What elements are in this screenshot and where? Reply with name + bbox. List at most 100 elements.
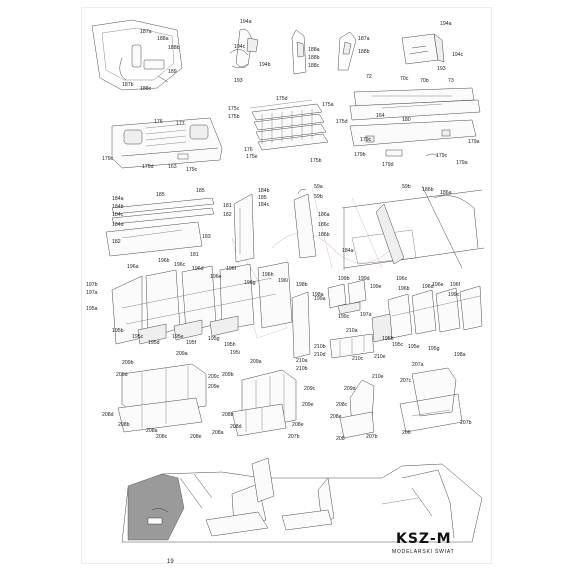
brand-tagline: MODELARSKI ŚWIAT bbox=[392, 549, 455, 555]
label: 188b bbox=[168, 45, 180, 51]
label: 196e bbox=[432, 282, 444, 288]
label: 72 bbox=[366, 74, 372, 80]
bench-b: 209a 210a 210b 209b 209c 209e 208a 208b … bbox=[212, 358, 316, 440]
label: 186a bbox=[318, 212, 330, 218]
label: 184a bbox=[342, 248, 354, 254]
label: 177 bbox=[176, 121, 185, 127]
label: 195g bbox=[428, 346, 440, 352]
label: 163 bbox=[168, 164, 177, 170]
label: 59b bbox=[402, 184, 411, 190]
label: 210b bbox=[296, 366, 308, 372]
label: 209c bbox=[304, 386, 316, 392]
label: 198b bbox=[296, 282, 308, 288]
label: 207b bbox=[288, 434, 300, 440]
label: 195f bbox=[186, 340, 197, 346]
label: 209b bbox=[122, 360, 134, 366]
label: 209d bbox=[344, 386, 356, 392]
label: 208b bbox=[222, 412, 234, 418]
seat-back-small: 210a 210b 210d 210c 210e bbox=[314, 328, 386, 362]
label: 188b bbox=[358, 49, 370, 55]
label: 195h bbox=[224, 342, 236, 348]
label: 209a bbox=[176, 351, 188, 357]
interior-cutaway bbox=[121, 457, 483, 543]
label: 180 bbox=[402, 117, 411, 123]
label: 193 bbox=[234, 78, 243, 84]
label: 197b bbox=[86, 282, 98, 288]
pillar-b: 184b 185 184c 181 182 bbox=[223, 188, 270, 263]
label: 196b bbox=[158, 258, 170, 264]
label: 210b bbox=[314, 344, 326, 350]
label: 197a bbox=[86, 290, 98, 296]
label: 206 bbox=[402, 430, 411, 436]
label: 199a bbox=[314, 296, 326, 302]
pillar-detail-right: 187a 188b bbox=[337, 31, 370, 71]
label: 210a bbox=[346, 328, 358, 334]
label: 175e bbox=[246, 154, 258, 160]
label: 181 bbox=[223, 203, 232, 209]
front-seat-small: 199b 199d 199e 199a 199c bbox=[314, 276, 382, 320]
seat-frame: 207a 207c 207b 206 bbox=[399, 362, 472, 436]
label: 199d bbox=[358, 276, 370, 282]
label: 195i bbox=[230, 350, 240, 356]
label: 208a bbox=[212, 430, 224, 436]
label: 208d bbox=[102, 412, 114, 418]
label: 186b bbox=[318, 232, 330, 238]
label: 179c bbox=[102, 156, 114, 162]
label: 193 bbox=[437, 66, 446, 72]
label: 175d bbox=[276, 96, 288, 102]
page-number: 19 bbox=[167, 559, 174, 565]
label: 194a bbox=[440, 21, 452, 27]
label: 208c bbox=[336, 402, 348, 408]
instruction-page: 187a 188a 188b 187b 188c 189 194a 194c 1… bbox=[82, 8, 491, 565]
label: 196f bbox=[226, 266, 237, 272]
label: 209a bbox=[250, 359, 262, 365]
rear-seat-assembly: 196c 196d 196b 196e 196f 199c 197a 195b … bbox=[360, 276, 483, 358]
label: 188a bbox=[308, 47, 320, 53]
label: 196f bbox=[450, 282, 461, 288]
label: 188b bbox=[308, 55, 320, 61]
label: 208c bbox=[156, 434, 168, 440]
label: 179c bbox=[186, 167, 198, 173]
dashboard-detail: 187a 188a 188b 187b 188c 189 bbox=[91, 19, 183, 92]
label: 187a bbox=[140, 29, 152, 35]
label: 196i bbox=[278, 278, 288, 284]
grille-stack: 175d 175a 175c 175b 175d 176 175e 175b bbox=[228, 96, 348, 164]
label: 197a bbox=[360, 312, 372, 318]
label: 207b bbox=[460, 420, 472, 426]
label: 195c bbox=[132, 334, 144, 340]
label: 184c bbox=[258, 202, 270, 208]
label: 70b bbox=[420, 78, 429, 84]
label: 196b bbox=[398, 286, 410, 292]
label: 196e bbox=[210, 274, 222, 280]
front-grille: 176 177 179c 179d 163 179c bbox=[102, 117, 223, 173]
interior-pillar: 59b 186b 186a 184a bbox=[341, 184, 485, 270]
label: 199c bbox=[448, 292, 460, 298]
label: 184a bbox=[112, 196, 124, 202]
label: 210a bbox=[296, 358, 308, 364]
label: 198a bbox=[454, 352, 466, 358]
box-detail: 194a 194c 193 bbox=[401, 21, 464, 72]
label: 196c bbox=[396, 276, 408, 282]
label: 199e bbox=[370, 284, 382, 290]
label: 188c bbox=[308, 63, 320, 69]
brand-name: KSZ-M bbox=[396, 531, 452, 547]
label: 195c bbox=[392, 342, 404, 348]
label: 182 bbox=[112, 239, 121, 245]
label: 184d bbox=[112, 222, 124, 228]
label: 182 bbox=[223, 212, 232, 218]
label: 179d bbox=[142, 164, 154, 170]
label: 184b bbox=[258, 188, 270, 194]
label: 175b bbox=[310, 158, 322, 164]
bench-a: 209a 209b 209d 209c 209e 208d 208b 208a … bbox=[102, 351, 220, 440]
label: 195b bbox=[382, 336, 394, 342]
label: 196h bbox=[262, 272, 274, 278]
label: 210e bbox=[372, 374, 384, 380]
seat-small-side: 210e 209d 208c 208e 207b 208 bbox=[330, 374, 384, 442]
label: 179a bbox=[468, 139, 480, 145]
label: 194c bbox=[234, 44, 246, 50]
label: 194c bbox=[452, 52, 464, 58]
pillar-detail-left: 188a 188b 188c bbox=[291, 29, 320, 75]
label: 164 bbox=[376, 113, 385, 119]
label: 208d bbox=[230, 424, 242, 430]
label: 185 bbox=[156, 192, 165, 198]
